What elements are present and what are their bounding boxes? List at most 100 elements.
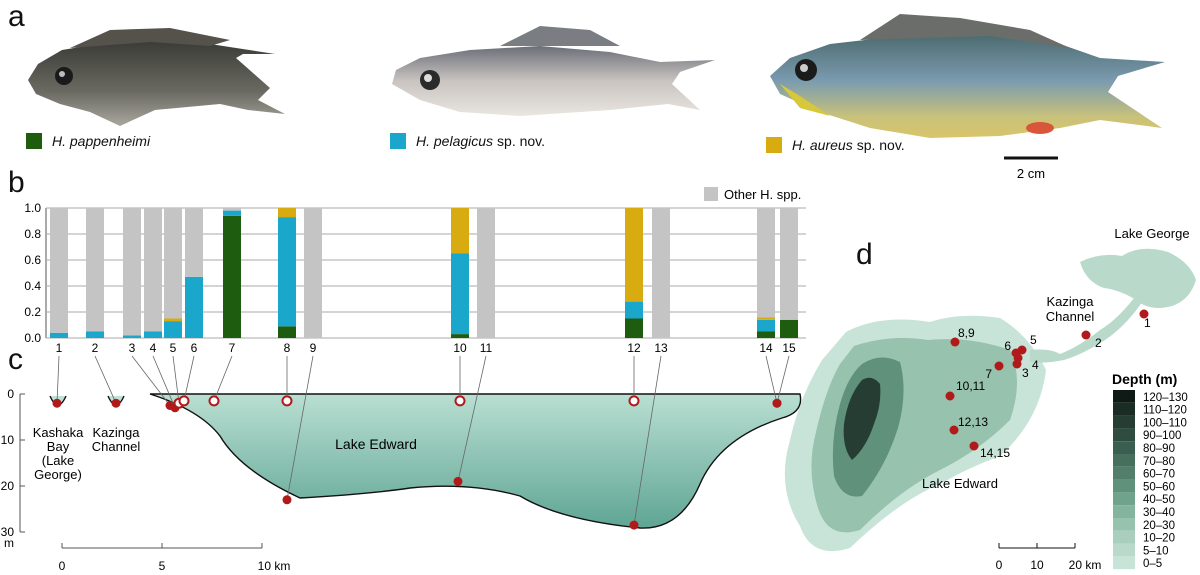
legend-pelagicus: H. pelagicus sp. nov.: [390, 133, 545, 149]
bar-segment: [123, 208, 141, 336]
x-tick-label: 8: [284, 341, 291, 355]
site-connector: [286, 355, 314, 500]
depth-legend-label: 100–110: [1143, 417, 1187, 429]
lake-george-label: Lake George: [1114, 226, 1189, 241]
map-site-marker: [950, 337, 960, 347]
map-site-marker: [945, 391, 955, 401]
bar-segment: [185, 276, 203, 338]
depth-tick-label: 30: [1, 525, 15, 539]
map-site-label: 3: [1022, 366, 1029, 380]
legend-swatch: [766, 137, 782, 153]
lake-edward-profile-label: Lake Edward: [335, 436, 417, 452]
legend-species-name: H. pappenheimi: [52, 133, 151, 149]
map-scale-tick-label: 0: [996, 558, 1003, 572]
depth-legend-swatch: [1113, 390, 1135, 403]
depth-legend-swatch: [1113, 466, 1135, 480]
bar-segment: [50, 208, 68, 333]
site-connector: [172, 355, 180, 404]
bar-segment: [223, 215, 241, 338]
depth-legend-label: 110–120: [1143, 405, 1187, 417]
bar-segment: [652, 208, 670, 338]
bar-segment: [278, 217, 296, 327]
x-tick-label: 3: [129, 341, 136, 355]
x-tick-label: 2: [92, 341, 99, 355]
site-connector: [152, 355, 176, 408]
site-marker: [281, 395, 293, 407]
depth-legend: Depth (m) 120–130110–120100–11090–10080–…: [1112, 371, 1188, 570]
legend-suffix: sp. nov.: [856, 137, 905, 153]
map-site-label: 2: [1095, 336, 1102, 350]
site-marker: [453, 476, 463, 486]
y-tick-label: 0.0: [24, 331, 41, 345]
lake-george-map: [1080, 248, 1196, 308]
bar-segment: [278, 208, 296, 218]
depth-legend-swatch: [1113, 415, 1135, 429]
legend-pappenheimi: H. pappenheimi: [26, 133, 154, 149]
bar-segment: [780, 319, 798, 338]
bar-segment: [757, 319, 775, 332]
bar-segment: [625, 318, 643, 338]
map-site-label: 14,15: [980, 446, 1010, 460]
fish-pappenheimi-image: [28, 28, 285, 126]
map-site-label: 6: [1004, 339, 1011, 353]
bar-segment: [451, 253, 469, 335]
panel-label-b: b: [8, 166, 25, 199]
map-site-marker: [1139, 309, 1149, 319]
bar-segment: [477, 208, 495, 338]
depth-unit-label: m: [4, 536, 14, 550]
bar-segment: [780, 208, 798, 320]
map-site-marker: [1011, 348, 1021, 358]
y-tick-label: 0.6: [24, 253, 41, 267]
bar-segment: [164, 321, 182, 338]
bar-segment: [123, 335, 141, 338]
bar-segment: [86, 208, 104, 332]
depth-legend-swatch: [1113, 428, 1135, 442]
map-site-marker: [969, 441, 979, 451]
site-marker: [52, 398, 62, 408]
distance-tick-label: 0: [59, 559, 66, 573]
depth-legend-swatch: [1113, 402, 1135, 416]
map-site-label: 5: [1030, 333, 1037, 347]
site-connector: [776, 355, 790, 404]
map-scale-tick-label: 10: [1030, 558, 1044, 572]
distance-tick-label: 5: [159, 559, 166, 573]
distance-tick-label: 10 km: [258, 559, 291, 573]
x-tick-label: 13: [654, 341, 668, 355]
legend-suffix: sp. nov.: [497, 133, 546, 149]
bar-segment: [223, 208, 241, 211]
site-connector: [213, 355, 233, 402]
bar-segment: [185, 208, 203, 277]
site-marker: [282, 495, 292, 505]
bar-segment: [625, 208, 643, 302]
site-marker: [772, 398, 782, 408]
depth-legend-label: 20–30: [1143, 520, 1175, 532]
map-site-label: 4: [1032, 358, 1039, 372]
lake-edward-basin: [149, 393, 802, 529]
bar-segment: [451, 334, 469, 338]
map-site-label: 10,11: [956, 379, 985, 393]
lake-edward-map-label: Lake Edward: [922, 476, 998, 491]
map-site-label: 8,9: [958, 326, 975, 340]
depth-legend-swatch: [1113, 505, 1135, 518]
bar-segment: [304, 208, 322, 338]
depth-tick-label: 20: [1, 479, 15, 493]
site-marker: [208, 395, 220, 407]
scale-bar-label: 2 cm: [1017, 166, 1045, 181]
x-tick-label: 9: [310, 341, 317, 355]
depth-legend-label: 10–20: [1143, 533, 1175, 545]
site-connector: [94, 355, 117, 404]
map-site-marker: [994, 361, 1004, 371]
bar-segment: [757, 208, 775, 318]
depth-legend-swatch: [1113, 441, 1135, 454]
x-tick-label: 11: [480, 341, 493, 355]
map-site-marker: [949, 425, 959, 435]
map-site-marker: [1081, 330, 1091, 340]
depth-tick-label: 10: [1, 433, 15, 447]
site-connector: [633, 355, 662, 526]
